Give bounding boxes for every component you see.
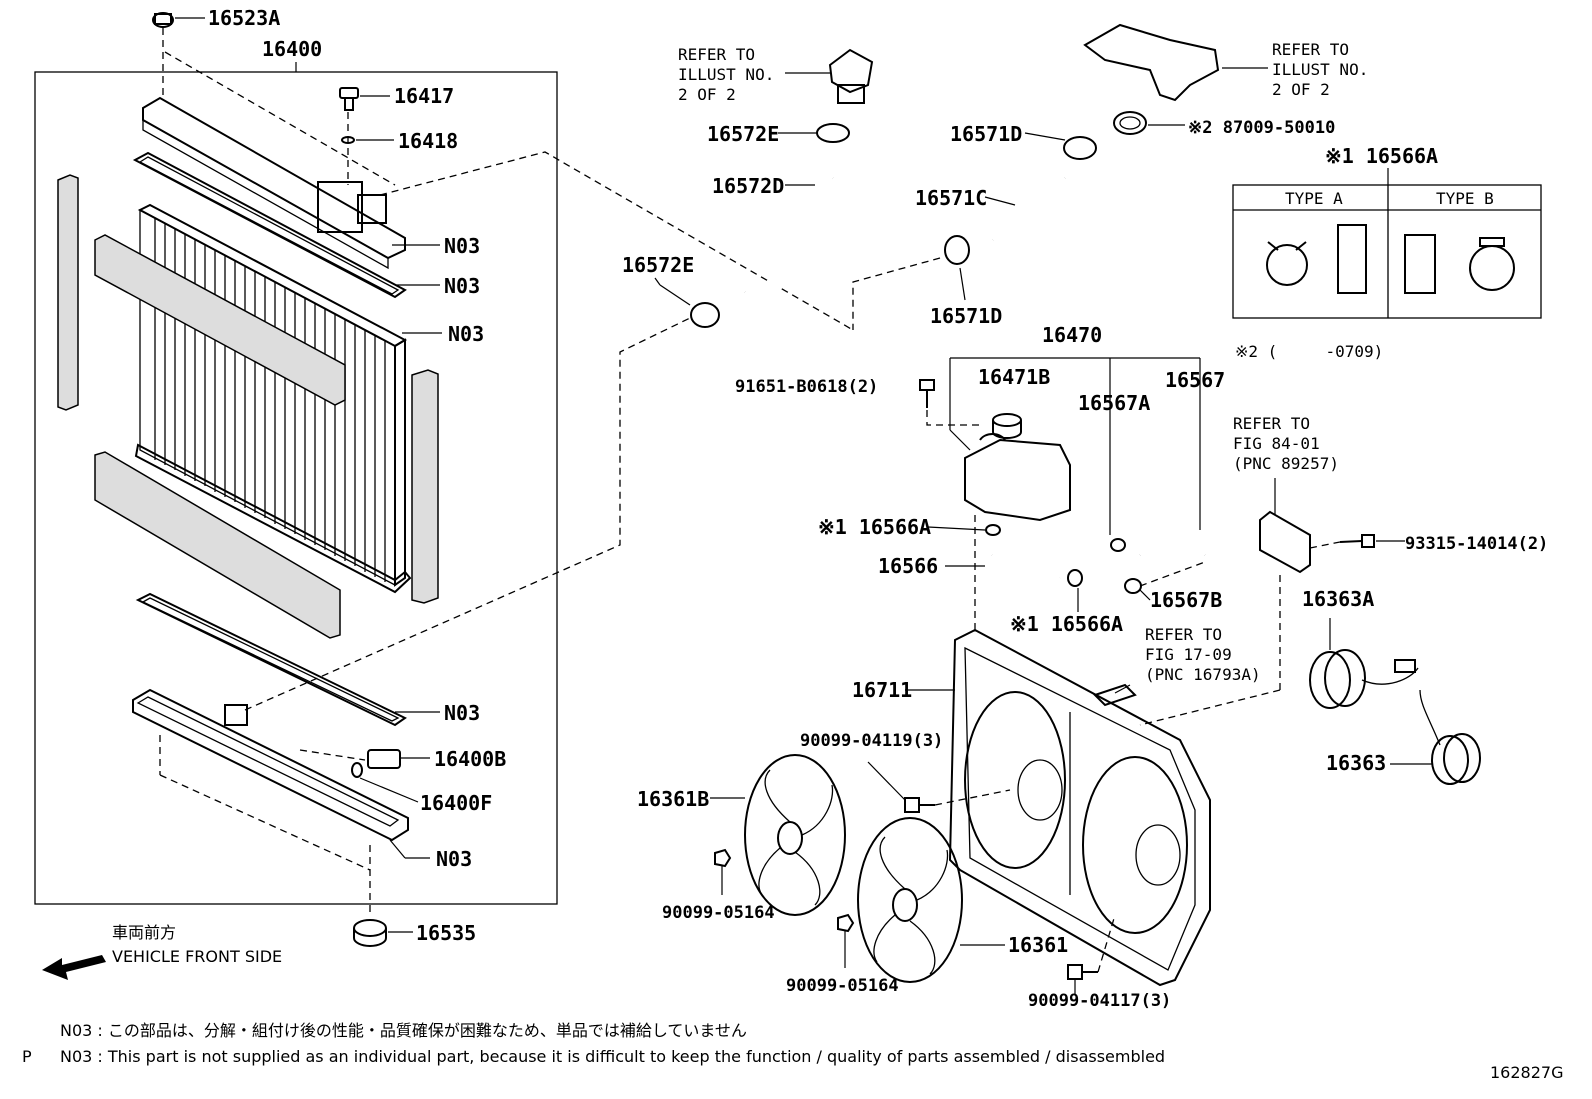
label-n03-2: N03: [444, 274, 480, 298]
thermostat-illust: [785, 48, 874, 104]
clamp-87009-50010: [1113, 111, 1185, 135]
fan-motor-16363A: [1309, 618, 1419, 709]
label-91651-B0618: 91651-B0618(2): [735, 377, 878, 397]
nut-90099-05164-a: [714, 848, 732, 895]
label-n03-5: N03: [436, 847, 472, 871]
label-16711: 16711: [852, 678, 912, 702]
label-16572E-mid: 16572E: [622, 253, 694, 277]
label-16571C: 16571C: [915, 186, 987, 210]
fan-motor-16363: [1390, 689, 1481, 785]
label-16363: 16363: [1326, 751, 1386, 775]
vehicle-front-arrow-icon: [42, 955, 106, 980]
figure-id: 162827G: [1490, 1063, 1563, 1082]
label-90099-04117: 90099-04117(3): [1028, 991, 1171, 1011]
label-16361B: 16361B: [637, 787, 709, 811]
label-90099-05164-a: 90099-05164: [662, 903, 775, 923]
fan-control-unit-89257: [1139, 510, 1311, 726]
drain-cap-16523A: [152, 12, 205, 98]
label-type-b: TYPE B: [1436, 189, 1494, 208]
left-side-seal: [57, 174, 79, 411]
reservoir-tank-16470: [949, 429, 1071, 522]
lower-gasket: [135, 592, 407, 727]
label-16418: 16418: [398, 129, 458, 153]
label-16567B: 16567B: [1150, 588, 1222, 612]
upper-gasket: [132, 151, 407, 299]
ref-fig-17-09: REFER TO FIG 17-09 (PNC 16793A): [1145, 625, 1261, 684]
label-16571D-bottom: 16571D: [930, 304, 1002, 328]
cushion-16535: [353, 919, 413, 947]
note-prefix: P: [22, 1047, 32, 1066]
label-16523A: 16523A: [208, 6, 280, 30]
clamp-16572E-top: [778, 123, 850, 143]
label-16566A-header: ※1 16566A: [1325, 144, 1438, 168]
right-side-seal: [411, 369, 439, 604]
label-16566A-1: ※1 16566A: [818, 515, 931, 539]
label-87009-50010: ※2 87009-50010: [1188, 118, 1335, 138]
upper-baffle: [94, 234, 346, 406]
label-16572E-top: 16572E: [707, 122, 779, 146]
water-outlet-illust: [1083, 23, 1268, 102]
clamp-16567A: [1110, 538, 1126, 552]
vehicle-front-jp: 車両前方: [112, 923, 176, 942]
drain-cock-16400B: [299, 749, 430, 769]
label-n03-3: N03: [448, 322, 484, 346]
bolt-90099-04117: [1067, 914, 1116, 995]
clamp-16566A: [927, 524, 1001, 536]
label-16572D: 16572D: [712, 174, 784, 198]
label-16361: 16361: [1008, 933, 1068, 957]
label-16400: 16400: [262, 37, 322, 61]
label-93315-14014: 93315-14014(2): [1405, 534, 1548, 554]
nut-90099-05164-b: [837, 913, 855, 968]
vehicle-front-en: VEHICLE FRONT SIDE: [112, 947, 282, 966]
clamp-16571D-top: [1024, 132, 1097, 160]
clamp-16566A-lower: [1067, 569, 1083, 612]
label-16363A: 16363A: [1302, 587, 1374, 611]
label-16535: 16535: [416, 921, 476, 945]
label-16400B: 16400B: [434, 747, 506, 771]
label-16567: 16567: [1165, 368, 1225, 392]
bolt-91651: [919, 379, 980, 426]
clamp-16572E-mid: [654, 277, 720, 328]
label-16566: 16566: [878, 554, 938, 578]
ref-illust-2: REFER TO ILLUST NO. 2 OF 2: [1272, 40, 1378, 99]
radiator-core: [134, 203, 412, 594]
bolt-90099-04119: [867, 761, 1011, 813]
label-type-a: TYPE A: [1285, 189, 1343, 208]
lower-baffle: [94, 451, 341, 639]
label-16567A: 16567A: [1078, 391, 1150, 415]
ref-illust-1: REFER TO ILLUST NO. 2 OF 2: [678, 45, 784, 104]
label-16566A-2: ※1 16566A: [1010, 612, 1123, 636]
note-n03-jp: N03 : この部品は、分解・組付け後の性能・品質確保が困難なため、単品では補給…: [60, 1021, 747, 1040]
label-16400F: 16400F: [420, 791, 492, 815]
label-16571D-top: 16571D: [950, 122, 1022, 146]
label-n03-1: N03: [444, 234, 480, 258]
upper-tank: [142, 51, 406, 270]
label-16417: 16417: [394, 84, 454, 108]
clamp-type-table: [1232, 168, 1542, 319]
screw-93315: [1309, 534, 1405, 549]
clamp-16571D-bottom: [852, 235, 970, 330]
label-n03-4: N03: [444, 701, 480, 725]
oring-16400F: [351, 762, 419, 803]
label-90099-05164-b: 90099-05164: [786, 976, 899, 996]
fan-16361: [857, 817, 1005, 983]
fan-16361B: [710, 754, 846, 916]
label-90099-04119: 90099-04119(3): [800, 731, 943, 751]
label-16471B: 16471B: [978, 365, 1050, 389]
lower-tank: [132, 688, 409, 915]
clamp-16567B: [1124, 561, 1206, 601]
note-n03-en: N03 : This part is not supplied as an in…: [60, 1047, 1165, 1066]
oring-16418: [341, 136, 394, 144]
plug-16417: [339, 87, 390, 185]
fan-shroud-16711: [905, 628, 1211, 987]
ref-fig-84-01: REFER TO FIG 84-01 (PNC 89257): [1233, 414, 1339, 473]
label-note-2: ※2 ( -0709): [1235, 342, 1383, 361]
label-16470: 16470: [1042, 323, 1102, 347]
